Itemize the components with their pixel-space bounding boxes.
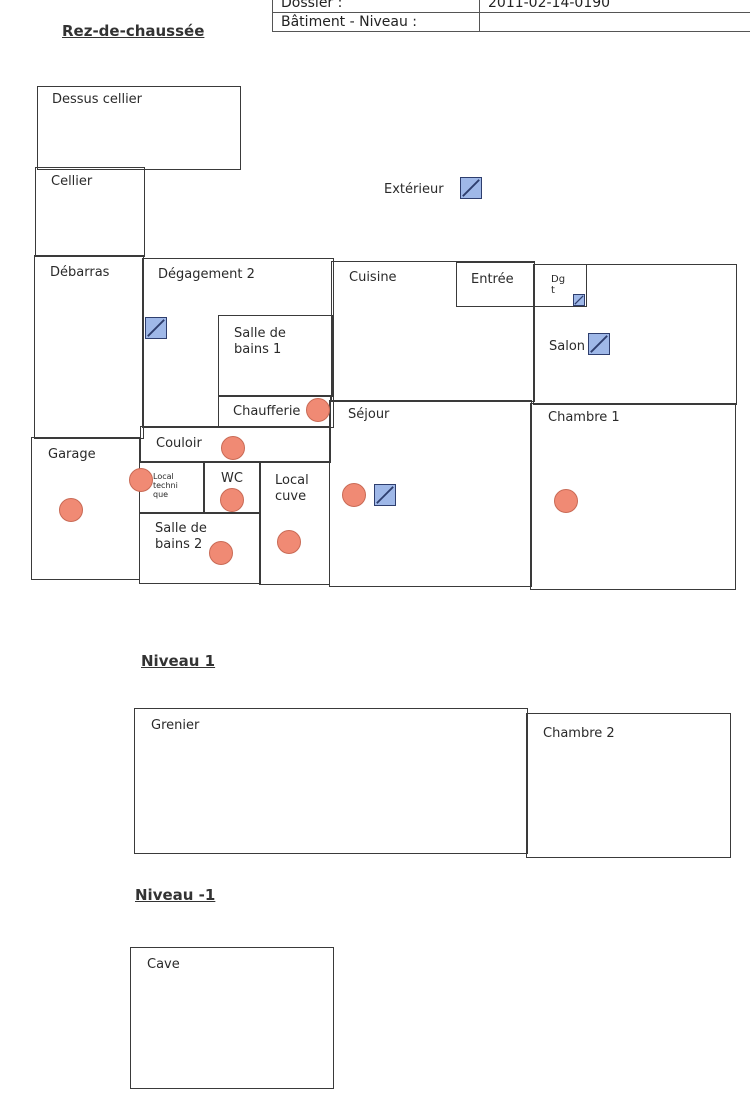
heading-rez-de-chaussee: Rez-de-chaussée [62,22,205,40]
label-chambre-2: Chambre 2 [543,726,615,741]
room-salle-de-bains-1 [218,315,333,397]
label-local-technique: Local techni que [153,472,178,499]
sample-point-icon [306,398,330,422]
sample-point-icon [209,541,233,565]
sample-point-icon [220,488,244,512]
heading-niveau-minus-1: Niveau -1 [135,886,216,904]
label-entree: Entrée [471,272,514,287]
label-degagement-2: Dégagement 2 [158,267,255,282]
label-dgt: Dg t [551,274,566,296]
meter-box-icon [588,333,610,355]
room-grenier [134,708,528,854]
sample-point-icon [277,530,301,554]
dossier-label: Dossier : [272,0,480,13]
label-debarras: Débarras [50,265,110,280]
room-couloir [140,426,331,463]
room-wc [203,461,261,514]
room-chambre-2 [526,713,731,858]
sample-point-icon [129,468,153,492]
label-salle-de-bains-2: Salle de bains 2 [155,521,207,552]
meter-box-icon [374,484,396,506]
room-dessus-cellier [37,86,241,170]
room-cuisine [331,261,535,402]
label-wc: WC [221,471,243,486]
dossier-value: 2011-02-14-0190 [479,0,750,13]
label-dessus-cellier: Dessus cellier [52,92,143,107]
label-chambre-1: Chambre 1 [548,410,620,425]
sample-point-icon [59,498,83,522]
label-cellier: Cellier [51,174,93,189]
label-cave: Cave [147,957,180,972]
batiment-value [479,12,750,32]
room-entree [456,262,535,307]
label-chaufferie: Chaufferie [233,404,301,419]
sample-point-icon [221,436,245,460]
label-salon: Salon [549,339,586,354]
label-sejour: Séjour [348,407,390,422]
room-salle-de-bains-2 [139,512,261,584]
batiment-label: Bâtiment - Niveau : [272,12,480,32]
room-chaufferie [218,395,331,428]
dossier-table: Dossier : 2011-02-14-0190 Bâtiment - Niv… [272,0,750,32]
heading-niveau-1: Niveau 1 [141,652,216,670]
room-cellier [35,167,145,257]
sample-point-icon [554,489,578,513]
label-garage: Garage [48,447,96,462]
room-debarras [34,255,144,439]
room-cave [130,947,334,1089]
meter-box-icon [460,177,482,199]
meter-box-icon [145,317,167,339]
label-grenier: Grenier [151,718,200,733]
label-exterieur: Extérieur [384,182,444,197]
meter-box-icon [573,294,585,306]
label-couloir: Couloir [156,436,202,451]
room-salon [533,264,737,405]
label-cuisine: Cuisine [349,270,397,285]
label-salle-de-bains-1: Salle de bains 1 [234,326,286,357]
room-sejour [329,400,532,587]
label-local-cuve: Local cuve [275,473,309,504]
room-chambre-1 [530,403,736,590]
sample-point-icon [342,483,366,507]
